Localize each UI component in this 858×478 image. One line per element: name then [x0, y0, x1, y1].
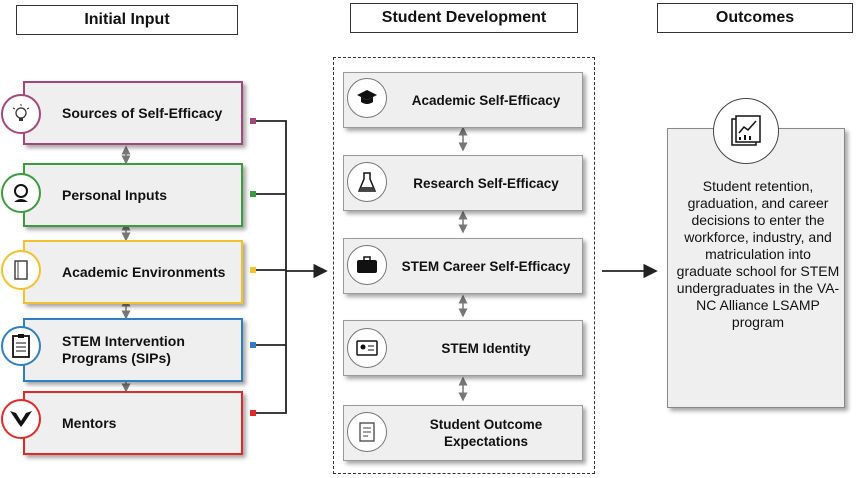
outcome-text: Student retention, graduation, and caree… [676, 178, 840, 330]
input-label: STEM Intervention Programs (SIPs) [62, 333, 185, 366]
graduation-cap-icon [347, 78, 387, 118]
input-box-academic-environments: Academic Environments [23, 240, 243, 304]
flask-icon [347, 162, 387, 202]
input-box-personal-inputs: Personal Inputs [23, 163, 243, 227]
chart-report-icon [713, 98, 779, 164]
connector-square-blue [250, 342, 256, 348]
input-box-stem-intervention-programs: STEM Intervention Programs (SIPs) [23, 318, 243, 382]
person-icon [1, 173, 41, 213]
input-box-sources-of-self-efficacy: Sources of Self-Efficacy [23, 81, 243, 145]
clipboard-icon [1, 326, 41, 366]
header-outcomes: Outcomes [657, 3, 853, 33]
student-development-container [333, 57, 595, 474]
connector-square-red [250, 410, 256, 416]
id-card-icon [347, 328, 387, 368]
dev-label: Academic Self-Efficacy [411, 92, 561, 108]
dev-label: Research Self-Efficacy [413, 175, 559, 191]
dev-label: STEM Career Self-Efficacy [401, 258, 571, 274]
input-label: Sources of Self-Efficacy [62, 104, 223, 121]
input-label: Personal Inputs [62, 186, 168, 203]
connector-square-purple [250, 118, 256, 124]
document-icon [347, 412, 387, 452]
handshake-icon [1, 399, 41, 439]
header-initial-input: Initial Input [16, 5, 238, 35]
book-icon [1, 250, 41, 290]
dev-label: STEM Identity [441, 340, 531, 356]
input-box-mentors: Mentors [23, 391, 243, 455]
briefcase-icon [347, 245, 387, 285]
connector-square-yellow [250, 267, 256, 273]
input-label: Academic Environments [62, 263, 226, 280]
header-student-development: Student Development [350, 3, 578, 33]
lightbulb-icon [1, 94, 41, 134]
input-label: Mentors [62, 414, 117, 431]
outcome-box [667, 128, 845, 408]
dev-label: Student Outcome Expectations [429, 417, 543, 449]
connector-square-green [250, 191, 256, 197]
